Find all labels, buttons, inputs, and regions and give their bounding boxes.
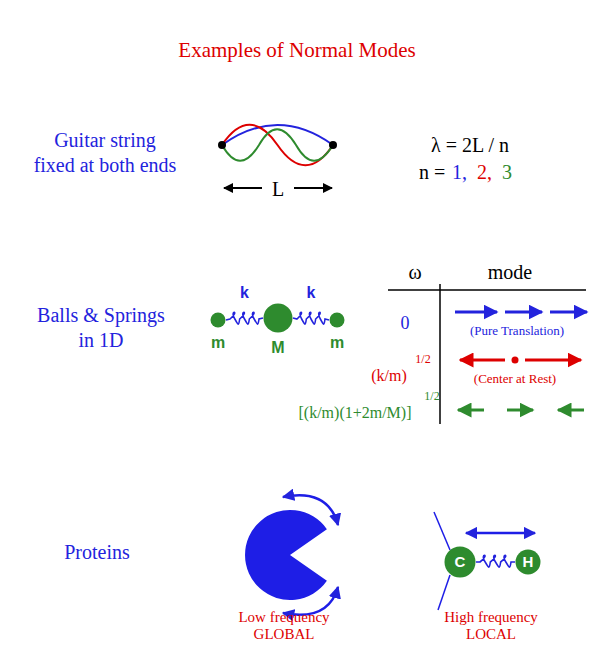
spring-connector <box>293 312 329 324</box>
circle-fill <box>211 313 226 328</box>
mode-caption: (Center at Rest) <box>474 372 556 387</box>
section-label: fixed at both ends <box>34 154 177 177</box>
frequency-value: [(k/m)(1+2m/M)] <box>299 404 412 422</box>
mode-3-curve <box>222 129 333 161</box>
circle-fill <box>445 547 476 578</box>
mode-number: 2, <box>477 161 492 184</box>
fixed-end <box>329 141 337 149</box>
mode-caption: GLOBAL <box>254 626 315 643</box>
spring-constant: k <box>240 284 249 302</box>
exponent: 1/2 <box>415 353 430 367</box>
title: Examples of Normal Modes <box>178 38 415 62</box>
formula: λ = 2L / n <box>431 134 509 157</box>
column-header: mode <box>488 261 532 284</box>
column-header: ω <box>408 261 421 284</box>
stretch-arrow <box>466 532 535 535</box>
mode-caption: LOCAL <box>466 626 516 643</box>
table-rule <box>388 289 586 291</box>
formula: n = <box>419 161 445 184</box>
circle-fill <box>516 550 541 575</box>
atom-circle: H <box>515 549 541 575</box>
string-modes <box>222 125 333 166</box>
bond-line <box>438 575 450 610</box>
mode-arrow <box>507 409 533 412</box>
length-arrow <box>224 187 262 189</box>
mass-ball: M <box>263 303 293 333</box>
bond-line <box>434 512 450 550</box>
section-label: Guitar string <box>54 129 156 152</box>
spring-constant: k <box>307 284 316 302</box>
mode-arrow <box>460 359 505 362</box>
frequency-value: 0 <box>401 313 410 334</box>
dimension-label: L <box>272 178 284 201</box>
section-label: Balls & Springs <box>37 304 165 327</box>
mode-2-curve <box>222 125 333 166</box>
mode-arrow <box>525 359 581 362</box>
mass-label: M <box>271 339 284 357</box>
section-label: in 1D <box>79 329 124 352</box>
mass-label: m <box>211 334 225 352</box>
circle-fill <box>264 304 293 333</box>
protein-shape <box>245 510 327 600</box>
section-label: Proteins <box>64 541 130 564</box>
mode-caption: (Pure Translation) <box>470 324 564 339</box>
atom-symbol: H <box>523 553 534 570</box>
mode-arrow <box>550 311 587 314</box>
mass-label: m <box>330 334 344 352</box>
spring-connector <box>476 555 515 567</box>
center-dot <box>512 357 519 364</box>
circle-outline <box>263 303 293 333</box>
frequency-value: (k/m) <box>371 367 407 385</box>
mode-caption: High frequency <box>444 609 538 626</box>
mode-arrows <box>455 312 587 410</box>
mode-arrow <box>505 311 542 314</box>
atom-circle: C <box>444 546 476 578</box>
mode-number: 1, <box>452 161 467 184</box>
exponent: 1/2 <box>424 390 439 404</box>
circle-outline <box>210 312 226 328</box>
mode-caption: Low frequency <box>238 609 329 626</box>
hinge-arrow <box>283 495 338 525</box>
circle-outline <box>329 312 345 328</box>
length-arrow <box>294 187 332 189</box>
mode-arrow <box>558 409 584 412</box>
spring-connector <box>226 312 263 324</box>
mass-ball: m <box>329 312 345 328</box>
mode-number: 3 <box>502 161 512 184</box>
circle-fill <box>330 313 345 328</box>
mass-ball: m <box>210 312 226 328</box>
mode-arrow <box>458 409 484 412</box>
atom-symbol: C <box>455 553 466 570</box>
fixed-end <box>218 141 226 149</box>
mode-arrow <box>455 311 497 314</box>
